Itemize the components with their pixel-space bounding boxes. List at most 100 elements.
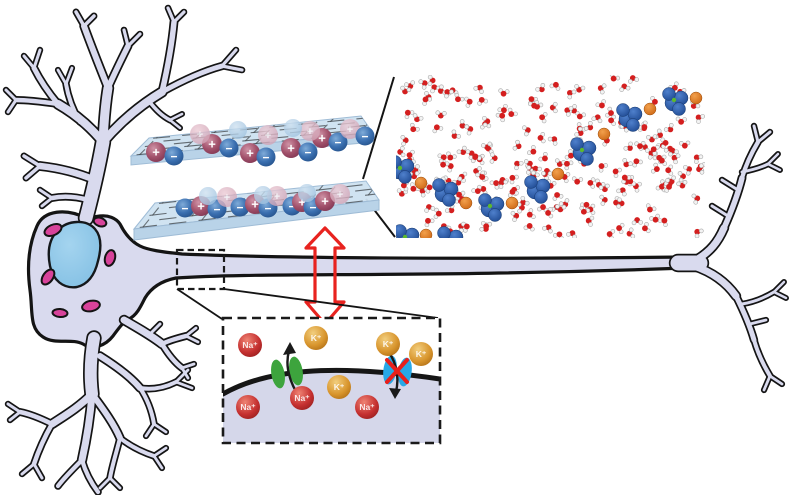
water-molecule <box>587 177 596 189</box>
water-molecule <box>650 144 660 156</box>
dendrite-branch-fill <box>159 19 177 95</box>
organelle <box>51 307 69 319</box>
dendrite-branch-fill <box>138 380 178 391</box>
dendrite-branch-fill <box>98 476 112 490</box>
dendrite-branch-fill <box>31 421 55 467</box>
dendrite-branch-fill <box>49 194 91 203</box>
dendrite-branch-fill <box>740 290 776 306</box>
water-molecule <box>444 89 454 99</box>
water-molecule <box>509 174 519 185</box>
dendrite-branch-fill <box>762 374 772 392</box>
water-molecule <box>520 195 530 206</box>
svg-text:+: + <box>287 141 295 156</box>
water-molecule <box>691 193 701 205</box>
polymer-orange-atom <box>643 102 657 116</box>
water-molecule <box>665 164 674 176</box>
sodium-ion: Na⁺ <box>236 395 260 419</box>
water-molecule <box>571 176 584 185</box>
svg-text:−: − <box>304 145 311 159</box>
water-molecule <box>616 222 625 235</box>
water-molecule <box>498 179 508 190</box>
nucleus <box>47 220 102 289</box>
water-molecule <box>535 83 546 93</box>
dendrite-branch-fill <box>740 162 770 174</box>
svg-text:+: + <box>152 145 160 160</box>
water-molecule <box>642 222 651 234</box>
water-molecule <box>616 197 625 209</box>
polymer-blue-cluster <box>662 87 689 116</box>
svg-text:K⁺: K⁺ <box>383 339 394 349</box>
polymer-blue-cluster <box>437 226 464 238</box>
dendrite-branch-fill <box>146 98 172 122</box>
water-molecule <box>400 85 412 95</box>
dendrite-branch-fill <box>31 65 61 107</box>
water-molecule <box>616 187 627 197</box>
water-molecule <box>564 160 574 171</box>
polymer-blue-cluster <box>396 224 420 238</box>
organelles <box>40 216 117 319</box>
water-molecule <box>595 99 606 109</box>
dendrite-branch-fill <box>78 390 96 464</box>
dendrite-branch-fill <box>739 139 761 181</box>
dendrite-branch-fill <box>766 152 780 166</box>
water-molecule <box>609 75 621 82</box>
dendrite-branch-fill <box>690 262 740 300</box>
dendrite-branch-fill <box>752 124 760 144</box>
dendrite-branch-fill <box>768 374 784 386</box>
zoom-source-box <box>175 248 439 320</box>
water-molecule <box>552 192 564 201</box>
water-molecule <box>477 96 489 106</box>
water-molecule <box>549 81 561 91</box>
dendrite-branch-fill <box>172 10 186 24</box>
water-molecule <box>649 213 660 223</box>
svg-text:Na⁺: Na⁺ <box>240 402 256 412</box>
water-molecule <box>549 101 558 114</box>
svg-text:K⁺: K⁺ <box>311 333 322 343</box>
dendrite-branch-fill <box>56 68 68 86</box>
water-molecule <box>567 89 577 100</box>
svg-text:+: + <box>208 137 216 152</box>
dendrite-branch-fill <box>64 66 74 86</box>
dendrite-branch-fill <box>108 476 122 490</box>
svg-text:−: − <box>262 150 269 164</box>
polymer-orange-atom <box>597 127 611 141</box>
water-molecule <box>671 153 681 165</box>
sodium-ion: Na⁺ <box>355 395 379 419</box>
cation-ion: + <box>240 143 260 163</box>
water-molecule <box>404 109 415 120</box>
svg-text:+: + <box>298 195 306 210</box>
water-molecule <box>677 171 686 183</box>
water-molecule <box>512 139 522 151</box>
anion-ion: − <box>328 132 348 152</box>
cation-ion-faded: + <box>330 184 350 204</box>
anion-ion-faded <box>284 119 302 137</box>
water-molecule <box>612 167 622 178</box>
water-molecule <box>645 203 657 213</box>
anion-ion: − <box>164 146 184 166</box>
polymer-blue-cluster <box>432 178 459 207</box>
dendrite-branch-fill <box>220 64 244 72</box>
water-molecule <box>495 112 506 123</box>
water-molecule <box>632 158 643 168</box>
water-molecule <box>668 147 679 157</box>
polymer-blue-cluster <box>478 193 505 222</box>
svg-text:+: + <box>347 124 353 136</box>
water-molecule <box>473 166 482 178</box>
water-molecule <box>400 134 409 147</box>
svg-text:−: − <box>213 202 220 216</box>
dendrite-branch-fill <box>108 436 122 480</box>
dendrite-branch-fill <box>105 43 131 91</box>
polymer-orange-atom <box>419 228 433 238</box>
anion-ion: − <box>175 198 195 218</box>
water-molecule <box>516 202 525 214</box>
organelle <box>40 268 56 286</box>
svg-text:−: − <box>288 199 295 213</box>
svg-text:−: − <box>181 201 188 215</box>
svg-text:+: + <box>246 146 254 161</box>
svg-text:+: + <box>197 199 205 214</box>
svg-text:−: − <box>264 201 271 215</box>
organelle <box>43 223 63 237</box>
dendrite-branch-fill <box>40 196 54 208</box>
water-molecule <box>424 217 435 228</box>
